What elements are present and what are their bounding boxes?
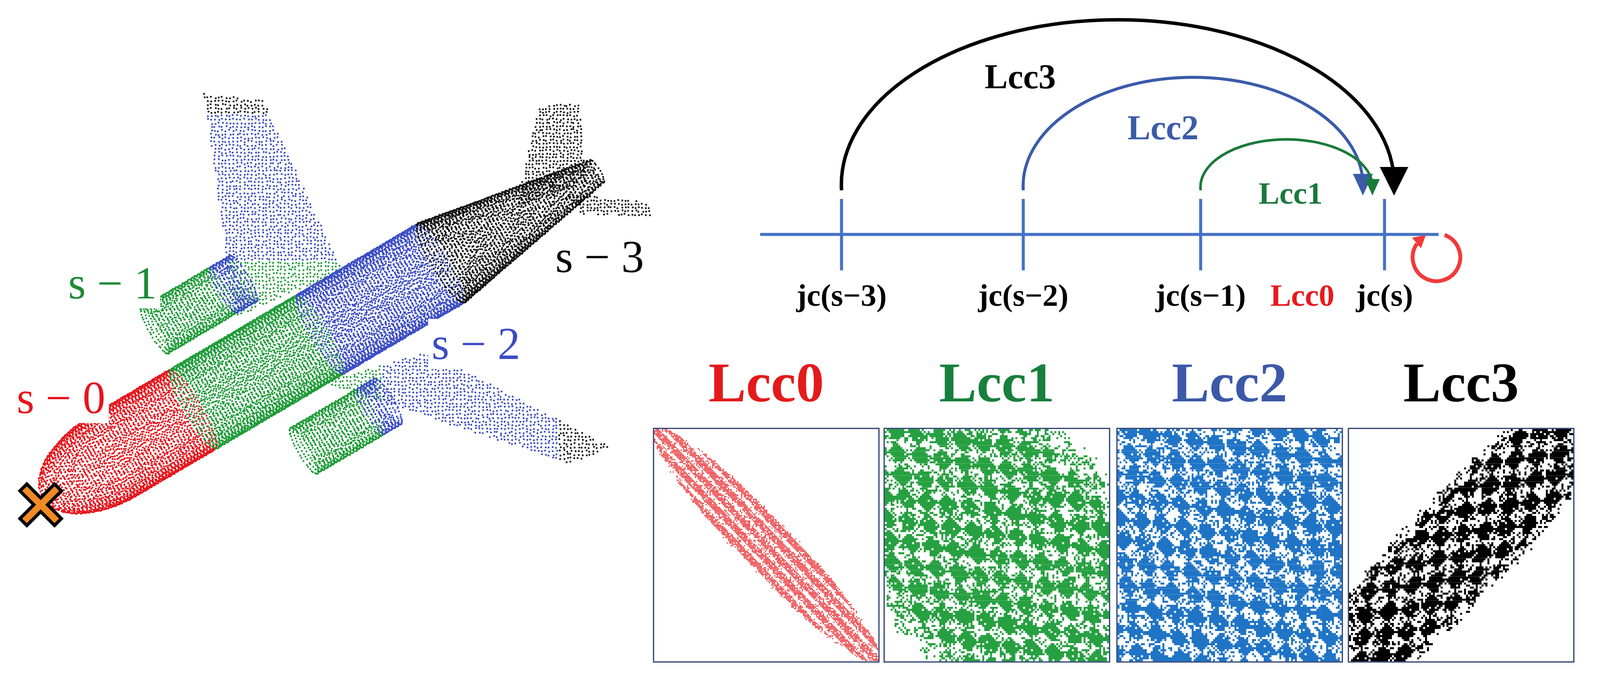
- near-engine-points: [356, 377, 404, 436]
- segment-label: s − 0: [12, 372, 109, 424]
- matrix-frame: [652, 427, 880, 663]
- segment-label: s − 1: [64, 258, 161, 309]
- step-label: jc(s−1): [1155, 278, 1247, 313]
- loss-label: Lcc2: [1127, 108, 1199, 147]
- arrow-head: [1412, 235, 1427, 249]
- origin-marker: [26, 491, 55, 519]
- matrix-pattern: [1117, 429, 1342, 662]
- step-label: jc(s): [1355, 278, 1414, 313]
- near-engine: [288, 377, 404, 475]
- timeline-tick: [1199, 199, 1203, 271]
- matrix-pattern: [654, 429, 879, 662]
- step-label: jc(s−2): [978, 278, 1069, 313]
- matrix-entries: [1117, 429, 1342, 662]
- panel-title: Lcc1: [938, 354, 1055, 411]
- fuselage: [37, 159, 605, 516]
- matrix-panel: Lcc2: [1116, 354, 1343, 663]
- panel-title: Lcc3: [1403, 354, 1519, 411]
- tail-fin: [517, 103, 651, 217]
- matrix-pattern: [884, 429, 1109, 662]
- segment-label: s − 2: [427, 318, 524, 370]
- timeline-tick: [840, 199, 844, 271]
- matrix-frame: [1116, 427, 1343, 663]
- matrix-entries: [884, 429, 1109, 662]
- panel-title-row: Lcc3: [1347, 354, 1575, 411]
- dependency-arc: [841, 19, 1395, 191]
- near-wing: [327, 353, 609, 464]
- matrix-panel: Lcc0: [652, 354, 880, 663]
- timeline-axis: [760, 233, 1439, 237]
- timeline-tick: [1383, 199, 1387, 271]
- panel-title: Lcc2: [1171, 354, 1288, 411]
- near-engine-points: [288, 388, 384, 475]
- dependency-arc: [1023, 77, 1363, 191]
- step-label: jc(s−3): [796, 278, 887, 313]
- cross-stroke: [26, 491, 55, 519]
- matrix-entries: [1349, 429, 1574, 662]
- matrix-entries: [654, 429, 878, 662]
- panel-title-row: Lcc1: [883, 354, 1111, 411]
- panel-title: Lcc0: [708, 354, 824, 411]
- cross-stroke: [26, 491, 55, 519]
- far-engine-points: [208, 254, 259, 314]
- timeline-tick: [1021, 199, 1025, 271]
- far-wing-points: [206, 114, 337, 261]
- near-wing-points: [558, 420, 608, 464]
- arrow-head: [1379, 167, 1409, 196]
- far-wing-points: [203, 93, 269, 115]
- panel-title-row: Lcc0: [652, 354, 880, 411]
- loss-label: Lcc0: [1270, 278, 1335, 313]
- matrix-panel: Lcc3: [1347, 354, 1575, 663]
- panel-title-row: Lcc2: [1116, 354, 1343, 411]
- arrow-head: [1365, 179, 1380, 196]
- matrix-frame: [1347, 427, 1575, 663]
- matrix-frame: [883, 427, 1111, 663]
- near-wing-points: [382, 353, 559, 460]
- matrix-pattern: [1349, 429, 1574, 662]
- loss-label: Lcc3: [984, 57, 1056, 96]
- matrix-panel: Lcc1: [883, 354, 1111, 663]
- loss-label: Lcc1: [1258, 176, 1323, 211]
- timeline: [760, 19, 1461, 282]
- segment-label: s − 3: [551, 231, 648, 283]
- tail-fin-points: [517, 103, 651, 217]
